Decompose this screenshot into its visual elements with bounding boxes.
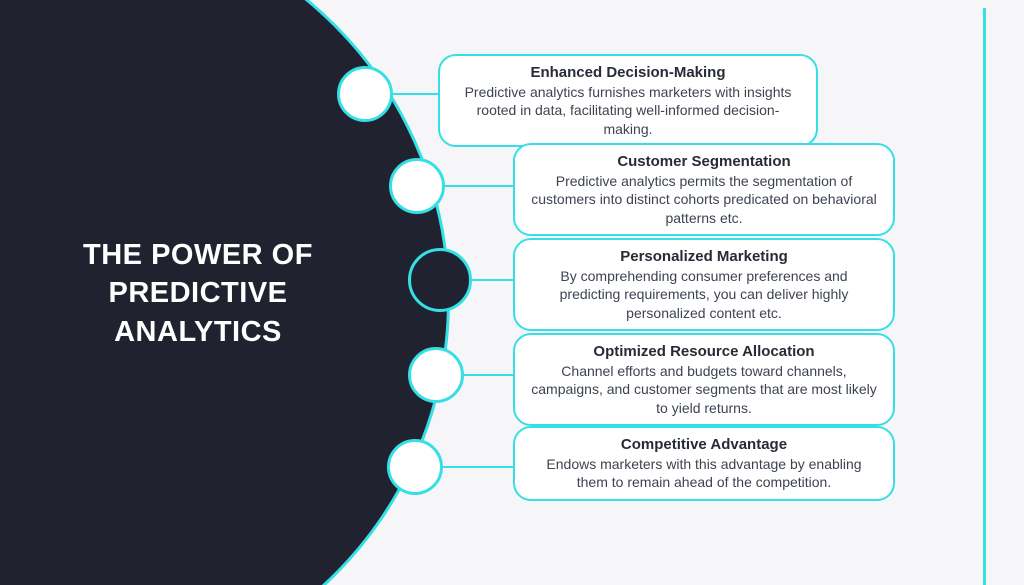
item-description: Predictive analytics furnishes marketers… (464, 83, 792, 137)
connector-node (408, 347, 464, 403)
item-description: Channel efforts and budgets toward chann… (531, 362, 877, 416)
item-description: Predictive analytics permits the segment… (531, 172, 877, 226)
connector-line (415, 466, 517, 468)
right-edge-accent-line (983, 8, 986, 585)
item-box: Customer Segmentation Predictive analyti… (513, 143, 895, 237)
connector-line (436, 374, 517, 376)
item-description: By comprehending consumer preferences an… (559, 267, 849, 321)
item-title: Customer Segmentation (617, 153, 791, 170)
main-title: THE POWER OF PREDICTIVE ANALYTICS (83, 239, 313, 348)
connector-line (365, 93, 443, 95)
item-description: Endows marketers with this advantage by … (546, 455, 862, 491)
connector-line (440, 279, 517, 281)
connector-node (389, 158, 445, 214)
connector-line (417, 185, 517, 187)
item-title: Competitive Advantage (620, 436, 788, 453)
item-box: Optimized Resource Allocation Channel ef… (513, 333, 895, 427)
item-box: Enhanced Decision-Making Predictive anal… (438, 54, 818, 148)
item-title: Optimized Resource Allocation (593, 343, 815, 360)
item-box: Competitive Advantage Endows marketers w… (513, 426, 895, 501)
connector-node (387, 439, 443, 495)
item-box: Personalized Marketing By comprehending … (513, 238, 895, 332)
item-title: Personalized Marketing (620, 248, 788, 265)
item-title: Enhanced Decision-Making (530, 64, 726, 81)
connector-node (337, 66, 393, 122)
connector-node (408, 248, 472, 312)
